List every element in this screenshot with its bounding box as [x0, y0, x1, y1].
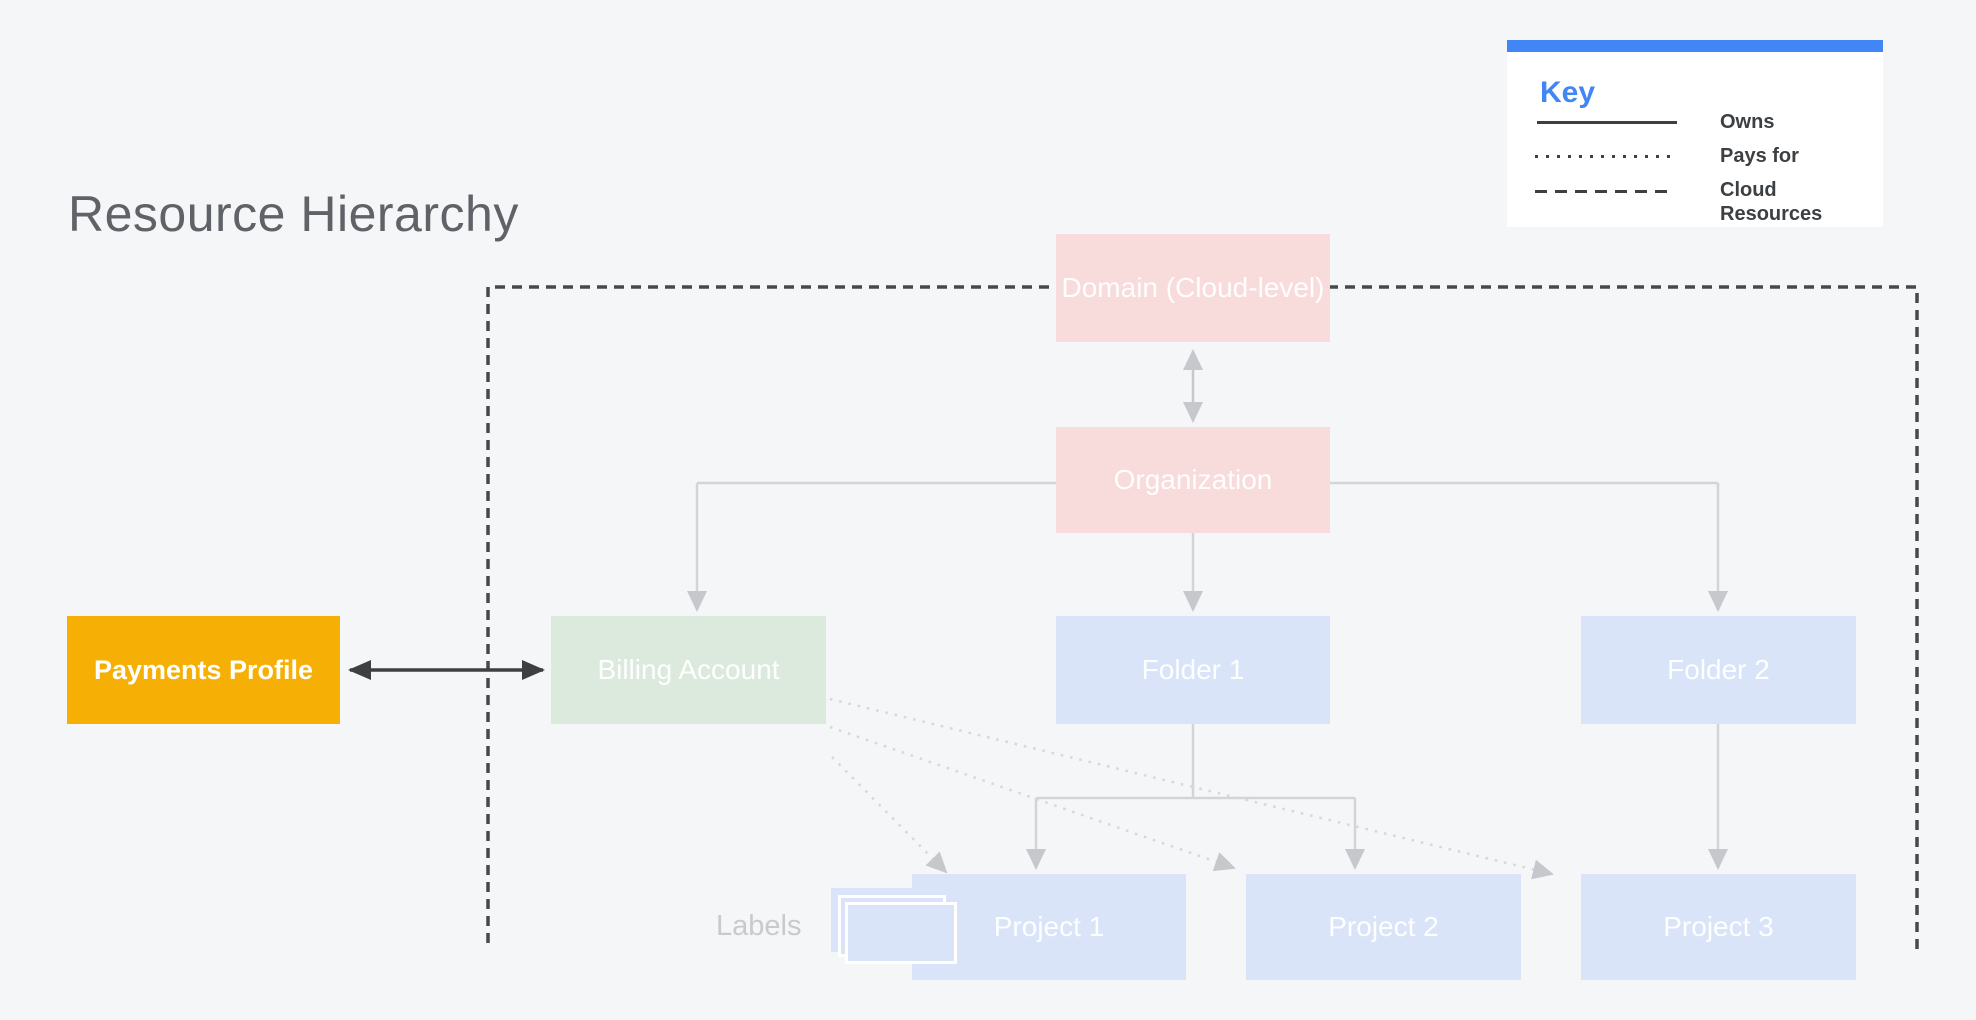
node-project-2: Project 2: [1246, 874, 1521, 980]
legend-title: Key: [1540, 76, 1596, 109]
node-folder-2-label: Folder 2: [1667, 654, 1770, 685]
legend-label-pays-for: Pays for: [1720, 145, 1799, 167]
node-project-2-label: Project 2: [1328, 911, 1439, 942]
legend-dashed-line-sample: [1535, 190, 1675, 193]
node-billing-account: Billing Account: [551, 616, 826, 724]
labels-card-front: [845, 902, 957, 964]
node-organization-label: Organization: [1113, 464, 1273, 495]
cloud-resources-boundary: [486, 285, 1919, 956]
node-folder-2: Folder 2: [1581, 616, 1856, 724]
node-domain: Domain (Cloud-level): [1056, 234, 1330, 342]
legend-label-cloud-resources: Cloud Resources: [1720, 179, 1823, 225]
page-title: Resource Hierarchy: [68, 186, 519, 242]
node-folder-1-label: Folder 1: [1141, 654, 1245, 685]
node-billing-account-label: Billing Account: [597, 654, 780, 685]
node-project-3-label: Project 3: [1663, 911, 1774, 942]
node-folder-1: Folder 1: [1056, 616, 1330, 724]
labels-stack-icon: [831, 888, 961, 968]
legend-dotted-line-sample: [1535, 155, 1675, 158]
node-payments-profile: Payments Profile: [67, 616, 340, 724]
legend-accent-bar: [1507, 40, 1883, 52]
pays-for-connector-billing-to-project3: [829, 697, 1554, 880]
pays-for-connector-billing-to-project1: [831, 756, 948, 874]
node-domain-label: Domain (Cloud-level): [1061, 272, 1325, 303]
legend-solid-line-sample: [1537, 121, 1677, 124]
legend-label-owns: Owns: [1720, 111, 1775, 133]
legend-card: Key Owns Pays for Cloud Resources: [1507, 40, 1883, 227]
node-project-3: Project 3: [1581, 874, 1856, 980]
node-project-1-label: Project 1: [993, 911, 1105, 942]
node-organization: Organization: [1056, 427, 1330, 533]
node-project-1: Project 1: [912, 874, 1186, 980]
labels-annotation: Labels: [716, 910, 802, 942]
node-payments-profile-label: Payments Profile: [93, 654, 314, 685]
